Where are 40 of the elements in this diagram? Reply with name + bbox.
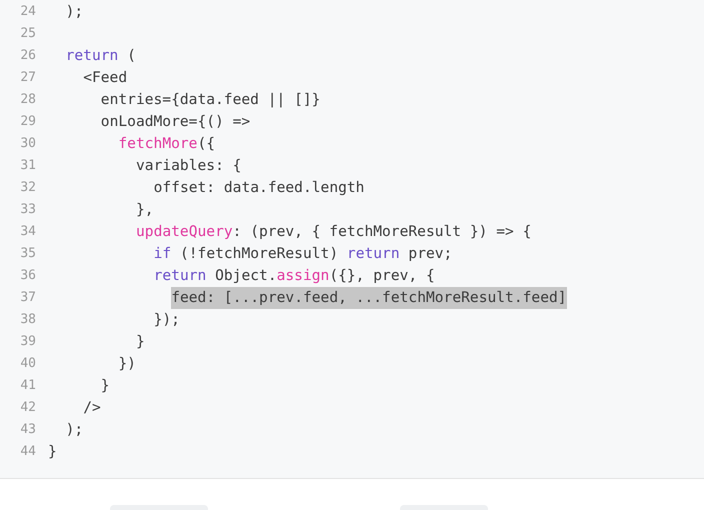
code-line: variables: { [136, 156, 242, 176]
line-number: 25 [19, 25, 36, 43]
line-number: 36 [19, 267, 36, 285]
line-number: 26 [19, 47, 36, 65]
code-line: } [136, 332, 145, 352]
line-number: 24 [19, 3, 36, 21]
code-line: }, [136, 200, 154, 220]
code-line: ); [66, 2, 84, 22]
code-line: <Feed [83, 68, 128, 88]
code-line: updateQuery: (prev, { fetchMoreResult }) => { [136, 222, 532, 242]
code-line: ); [66, 420, 84, 440]
code-line: offset: data.feed.length [154, 178, 364, 198]
code-line: onLoadMore={() => [100, 112, 250, 132]
line-number: 37 [19, 289, 36, 307]
line-number: 43 [19, 421, 36, 439]
code-line: fetchMore({ [118, 134, 216, 154]
code-line: } [100, 376, 110, 396]
line-number: 41 [19, 377, 36, 395]
code-line: /> [83, 398, 101, 418]
code-line: entries={data.feed || []} [100, 90, 320, 110]
code-line: }) [118, 354, 136, 374]
line-number: 33 [19, 201, 36, 219]
line-number: 31 [19, 157, 36, 175]
line-number: 44 [19, 443, 36, 461]
line-number: 28 [19, 91, 36, 109]
code-line: } [48, 442, 57, 462]
code-line: }); [154, 310, 180, 330]
line-number: 39 [19, 333, 36, 351]
line-number: 38 [19, 311, 36, 329]
line-number: 34 [19, 223, 36, 241]
line-number: 32 [19, 179, 36, 197]
code-line: if (!fetchMoreResult) return prev; [154, 244, 452, 264]
line-number: 29 [19, 113, 36, 131]
code-line: return ( [66, 46, 136, 66]
line-number: 35 [19, 245, 36, 263]
line-number: 42 [19, 399, 36, 417]
line-number: 27 [19, 69, 36, 87]
line-number: 40 [19, 355, 36, 373]
line-number: 30 [19, 135, 36, 153]
code-line: return Object.assign({}, prev, { [154, 266, 435, 286]
